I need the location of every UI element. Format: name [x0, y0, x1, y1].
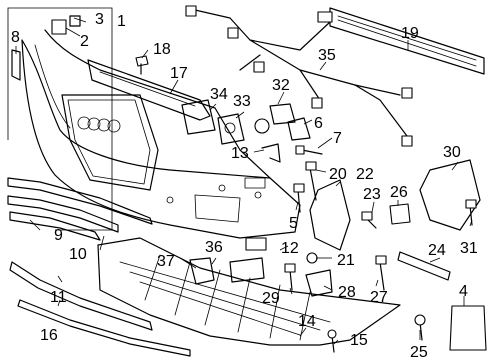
callout-3: 3	[95, 11, 104, 28]
callout-11: 11	[50, 289, 67, 306]
splash-shield	[97, 237, 401, 346]
callout-31: 31	[460, 240, 478, 257]
callout-23: 23	[363, 186, 381, 203]
callout-5: 5	[289, 215, 298, 232]
assembly-bracket	[7, 7, 113, 231]
callout-13: 13	[231, 145, 249, 162]
callout-21: 21	[337, 252, 355, 269]
right-brackets	[284, 159, 487, 353]
callout-29: 29	[262, 290, 280, 307]
callout-7: 7	[333, 130, 342, 147]
callout-34: 34	[210, 86, 228, 103]
callout-4: 4	[459, 283, 468, 300]
bumper-cover	[21, 29, 301, 239]
parking-sensor-parts	[181, 99, 323, 163]
callout-17: 17	[170, 65, 188, 82]
side-trim-8	[11, 49, 21, 81]
callout-25: 25	[410, 344, 428, 360]
callout-22: 22	[356, 166, 374, 183]
callout-1: 1	[117, 13, 126, 30]
callout-26: 26	[390, 184, 408, 201]
callout-37: 37	[157, 253, 175, 270]
fog-lamp-parts	[189, 237, 267, 285]
callout-2: 2	[80, 33, 89, 50]
callout-14: 14	[298, 313, 316, 330]
callout-6: 6	[314, 115, 323, 132]
callout-28: 28	[338, 284, 356, 301]
callout-9: 9	[54, 227, 63, 244]
callout-32: 32	[272, 77, 290, 94]
callout-15: 15	[350, 332, 368, 349]
callout-35: 35	[318, 47, 336, 64]
callout-12: 12	[281, 240, 299, 257]
lower-grille-strips	[7, 177, 191, 357]
callout-20: 20	[329, 166, 347, 183]
callout-10: 10	[69, 246, 87, 263]
leader-lines	[15, 17, 473, 345]
callout-30: 30	[443, 144, 461, 161]
callout-19: 19	[401, 25, 419, 42]
callout-36: 36	[205, 239, 223, 256]
callout-33: 33	[233, 93, 251, 110]
callout-labels: 1 2 3 4 5 6 7 8 9 10 11 12 13 14 15 16 1…	[11, 11, 478, 360]
callout-18: 18	[153, 41, 171, 58]
wiring-harness	[185, 5, 413, 147]
upper-bracket	[87, 59, 211, 121]
callout-24: 24	[428, 242, 446, 259]
callout-27: 27	[370, 289, 388, 306]
callout-8: 8	[11, 29, 20, 46]
clip-18	[135, 55, 149, 75]
hardware-2-3	[51, 15, 81, 35]
callout-16: 16	[40, 327, 58, 344]
